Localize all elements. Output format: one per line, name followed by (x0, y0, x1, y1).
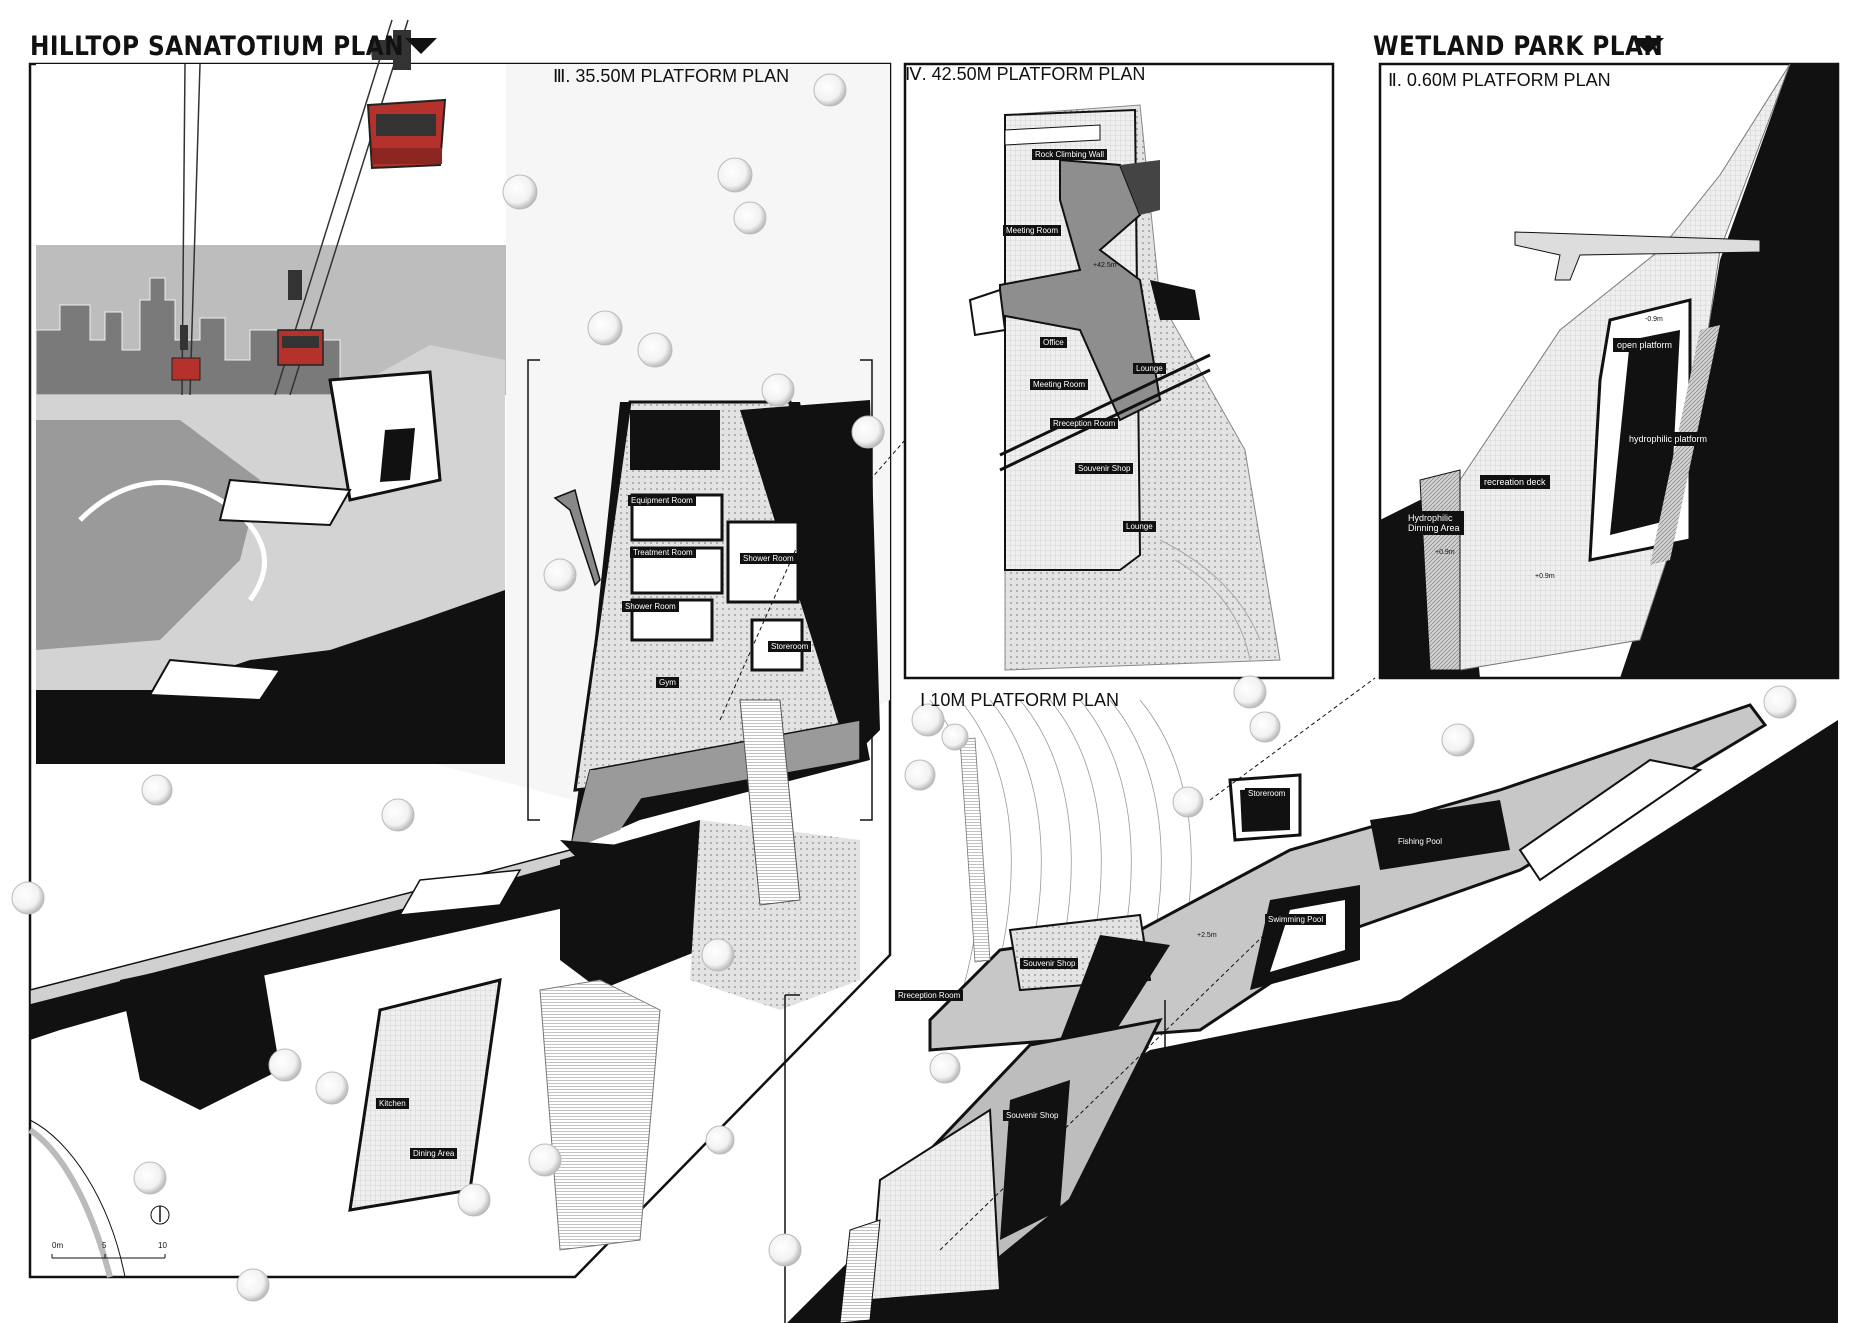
hilltop-title: HILLTOP SANATOTIUM PLAN (30, 31, 405, 62)
platform-42-subtitle: Ⅳ. 42.50M PLATFORM PLAN (905, 64, 1146, 84)
room-label-shower-room: Shower Room (740, 553, 797, 564)
room-label-dining-area: Dining Area (410, 1148, 458, 1159)
room-label-reception-room-42: Rreception Room (1050, 418, 1119, 429)
room-label-storeroom-35: Storeroom (768, 641, 812, 652)
room-label-kitchen: Kitchen (376, 1098, 409, 1109)
cable-car-large (366, 30, 447, 170)
room-label-recreation-deck: recreation deck (1480, 475, 1550, 489)
level-marker-w3: +0.9m (1535, 573, 1555, 580)
platform-10-drawing (784, 699, 1838, 1323)
level-marker-42: +42.5m (1093, 262, 1117, 269)
cable-car-small (171, 325, 201, 381)
room-label-reception-room-10: Rreception Room (895, 990, 964, 1001)
room-label-shower-room-2: Shower Room (622, 601, 679, 612)
room-label-office: Office (1040, 337, 1067, 348)
room-label-hydrophilic-dining-area: Hydrophilic Dinning Area (1404, 511, 1464, 535)
room-label-souvenir-shop-10b: Souvenir Shop (1003, 1110, 1062, 1121)
level-marker-10: +2.5m (1197, 932, 1217, 939)
room-label-rock-climbing-wall: Rock Climbing Wall (1032, 149, 1108, 160)
platform-35-drawing (570, 400, 880, 850)
room-label-storeroom-10: Storeroom (1245, 788, 1289, 799)
room-label-swimming-pool: Swimming Pool (1265, 914, 1327, 925)
room-label-lounge: Lounge (1133, 363, 1166, 374)
scale-label-10: 10 (158, 1241, 167, 1250)
scale-label-5: 5 (102, 1241, 107, 1250)
room-label-fishing-pool: Fishing Pool (1395, 836, 1446, 847)
platform-060-drawing (1380, 63, 1838, 678)
room-label-treatment-room: Treatment Room (630, 547, 696, 558)
level-marker-w2: +0.9m (1435, 549, 1455, 556)
hilltop-lower-drawing (28, 699, 860, 1278)
wetland-title: WETLAND PARK PLAN (1373, 31, 1664, 62)
triangle-down-icon-wetland (1632, 38, 1664, 54)
room-label-meeting-room-2: Meeting Room (1030, 379, 1089, 390)
platform-35-subtitle: Ⅲ. 35.50M PLATFORM PLAN (553, 66, 790, 86)
room-label-equipment-room: Equipment Room (628, 495, 696, 506)
level-marker-w1: -0.9m (1645, 316, 1663, 323)
room-label-open-platform: open platform (1613, 338, 1677, 352)
room-label-gym: Gym (656, 677, 679, 688)
platform-10-subtitle: Ⅰ 10M PLATFORM PLAN (920, 690, 1120, 710)
triangle-down-icon (405, 38, 437, 54)
room-label-souvenir-shop-42: Souvenir Shop (1075, 463, 1134, 474)
tree-spheres (11, 73, 1797, 1302)
room-label-meeting-room: Meeting Room (1003, 225, 1062, 236)
room-label-souvenir-shop-10: Souvenir Shop (1020, 958, 1079, 969)
platform-060-subtitle: Ⅱ. 0.60M PLATFORM PLAN (1388, 70, 1611, 90)
room-label-hydrophilic-platform: hydrophilic platform (1625, 432, 1712, 446)
cable-car-medium (277, 270, 324, 366)
scale-label-0: 0m (52, 1241, 64, 1250)
room-label-lounge-2: Lounge (1123, 521, 1156, 532)
